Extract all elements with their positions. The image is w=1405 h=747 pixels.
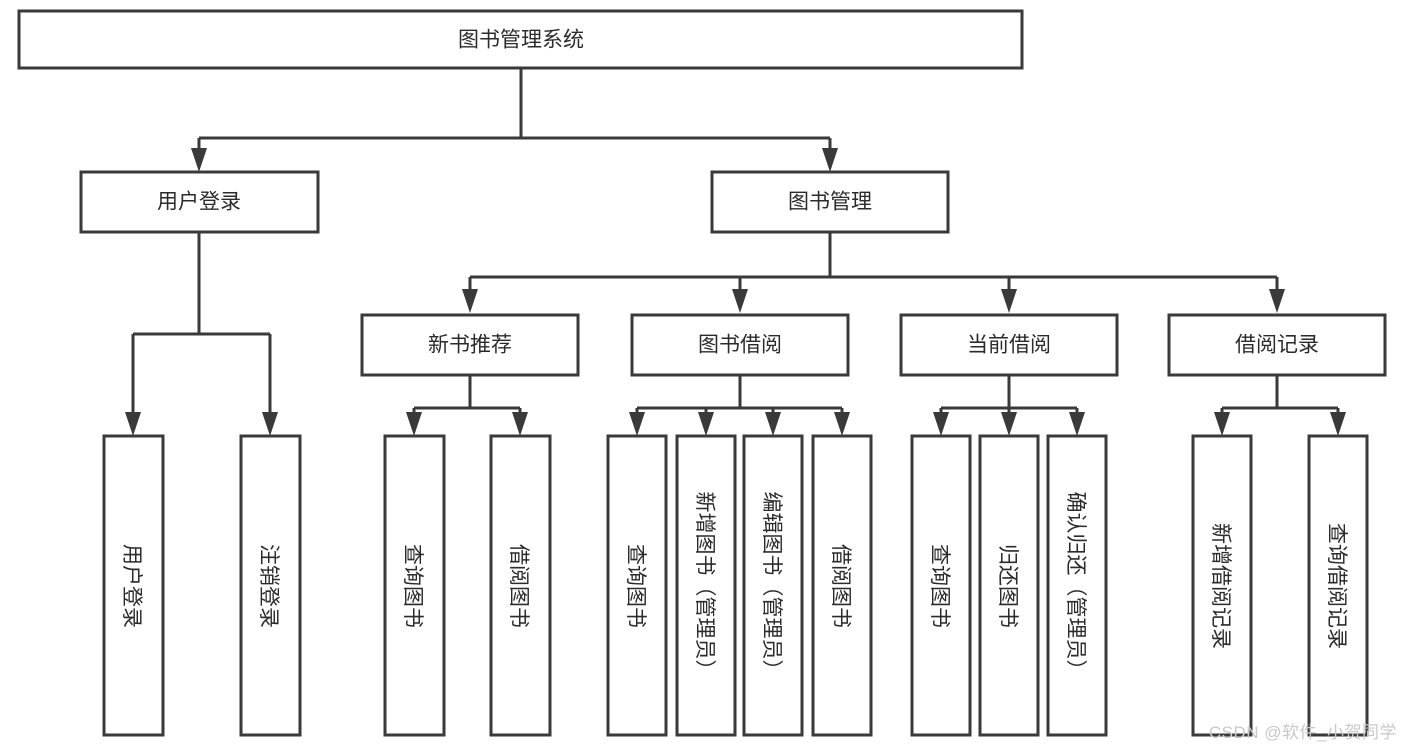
node-leaf-borrow-book-2-label: 借阅图书 xyxy=(829,544,852,628)
arrow-head-leaf-query-book-2 xyxy=(629,412,645,436)
connector-group-book-manage-children xyxy=(462,232,1285,313)
arrow-head-book-borrow xyxy=(732,289,748,313)
node-book-borrow[interactable]: 图书借阅 xyxy=(630,313,850,377)
connector-group-current-borrow-children xyxy=(933,375,1085,436)
node-leaf-query-book-3-label: 查询图书 xyxy=(928,544,951,628)
node-leaf-add-record-label: 新增借阅记录 xyxy=(1209,523,1232,649)
node-book-borrow-box[interactable] xyxy=(630,313,850,377)
node-leaf-add-book-label: 新增图书（管理员） xyxy=(693,492,716,681)
connector-group-new-book-rec-children xyxy=(406,375,528,436)
node-root-label: 图书管理系统 xyxy=(458,29,584,52)
node-book-manage[interactable]: 图书管理 xyxy=(710,170,950,234)
node-leaf-query-book-3[interactable]: 查询图书 xyxy=(910,434,972,737)
node-root[interactable]: 图书管理系统 xyxy=(17,9,1024,70)
node-leaf-borrow-book-1-box[interactable] xyxy=(489,434,552,737)
node-leaf-query-book-1-label: 查询图书 xyxy=(401,544,424,628)
node-leaf-user-logout-label: 注销登录 xyxy=(257,544,280,628)
node-leaf-edit-book[interactable]: 编辑图书（管理员） xyxy=(742,434,804,737)
node-current-borrow[interactable]: 当前借阅 xyxy=(899,313,1119,377)
node-leaf-user-logout[interactable]: 注销登录 xyxy=(239,434,302,737)
node-book-borrow-label: 图书借阅 xyxy=(698,334,782,357)
arrow-head-leaf-query-book-1 xyxy=(406,412,422,436)
node-leaf-add-record-box[interactable] xyxy=(1191,434,1253,737)
node-leaf-return-book-box[interactable] xyxy=(978,434,1040,737)
node-borrow-record[interactable]: 借阅记录 xyxy=(1167,313,1387,377)
node-current-borrow-box[interactable] xyxy=(899,313,1119,377)
node-leaf-user-login-box[interactable] xyxy=(102,434,165,737)
node-borrow-record-box[interactable] xyxy=(1167,313,1387,377)
node-leaf-user-login[interactable]: 用户登录 xyxy=(102,434,165,737)
node-leaf-confirm-return-box[interactable] xyxy=(1046,434,1108,737)
node-user-login-label: 用户登录 xyxy=(157,191,241,214)
node-new-book-rec-box[interactable] xyxy=(360,313,580,377)
arrow-head-leaf-query-book-3 xyxy=(933,412,949,436)
node-leaf-confirm-return-label: 确认归还（管理员） xyxy=(1064,492,1087,681)
node-leaf-add-book-box[interactable] xyxy=(675,434,737,737)
arrow-head-new-book-rec xyxy=(462,289,478,313)
node-leaf-query-record[interactable]: 查询借阅记录 xyxy=(1307,434,1369,737)
connector-group-user-login-children xyxy=(125,232,278,436)
arrow-head-leaf-borrow-book-1 xyxy=(512,412,528,436)
node-new-book-rec[interactable]: 新书推荐 xyxy=(360,313,580,377)
node-leaf-query-record-box[interactable] xyxy=(1307,434,1369,737)
arrow-head-leaf-return-book xyxy=(1001,412,1017,436)
node-leaf-add-record[interactable]: 新增借阅记录 xyxy=(1191,434,1253,737)
connector-group-borrow-record-children xyxy=(1214,375,1346,436)
node-leaf-query-book-1[interactable]: 查询图书 xyxy=(383,434,446,737)
node-leaf-user-logout-box[interactable] xyxy=(239,434,302,737)
node-leaf-query-record-label: 查询借阅记录 xyxy=(1325,523,1348,649)
node-root-box[interactable] xyxy=(17,9,1024,70)
connector-group-book-borrow-children xyxy=(629,375,850,436)
node-leaf-query-book-1-box[interactable] xyxy=(383,434,446,737)
node-leaf-edit-book-box[interactable] xyxy=(742,434,804,737)
node-current-borrow-label: 当前借阅 xyxy=(967,334,1051,357)
node-borrow-record-label: 借阅记录 xyxy=(1235,334,1319,357)
arrow-head-leaf-borrow-book-2 xyxy=(834,412,850,436)
arrow-head-leaf-add-book xyxy=(698,412,714,436)
node-leaf-query-book-2[interactable]: 查询图书 xyxy=(606,434,668,737)
node-leaf-borrow-book-1[interactable]: 借阅图书 xyxy=(489,434,552,737)
node-leaf-confirm-return[interactable]: 确认归还（管理员） xyxy=(1046,434,1108,737)
arrow-head-leaf-user-logout xyxy=(262,412,278,436)
node-user-login[interactable]: 用户登录 xyxy=(79,170,320,234)
node-new-book-rec-label: 新书推荐 xyxy=(428,334,512,357)
connector-group-root-to-level2 xyxy=(191,68,838,172)
arrow-head-leaf-edit-book xyxy=(765,412,781,436)
arrow-head-user-login xyxy=(191,148,207,172)
arrow-head-leaf-confirm-return xyxy=(1069,412,1085,436)
arrow-head-current-borrow xyxy=(1001,289,1017,313)
node-book-manage-label: 图书管理 xyxy=(788,191,872,214)
node-leaf-return-book[interactable]: 归还图书 xyxy=(978,434,1040,737)
arrow-head-borrow-record xyxy=(1269,289,1285,313)
node-book-manage-box[interactable] xyxy=(710,170,950,234)
node-leaf-user-login-label: 用户登录 xyxy=(120,544,143,628)
node-leaf-borrow-book-1-label: 借阅图书 xyxy=(507,544,530,628)
node-leaf-query-book-3-box[interactable] xyxy=(910,434,972,737)
arrow-head-book-manage xyxy=(822,148,838,172)
node-leaf-borrow-book-2[interactable]: 借阅图书 xyxy=(811,434,873,737)
arrow-head-leaf-user-login xyxy=(125,412,141,436)
node-leaf-edit-book-label: 编辑图书（管理员） xyxy=(760,492,783,681)
arrow-head-leaf-query-record xyxy=(1330,412,1346,436)
node-leaf-add-book[interactable]: 新增图书（管理员） xyxy=(675,434,737,737)
node-leaf-query-book-2-label: 查询图书 xyxy=(624,544,647,628)
node-leaf-query-book-2-box[interactable] xyxy=(606,434,668,737)
node-leaf-return-book-label: 归还图书 xyxy=(996,544,1019,628)
arrow-head-leaf-add-record xyxy=(1214,412,1230,436)
node-user-login-box[interactable] xyxy=(79,170,320,234)
node-leaf-borrow-book-2-box[interactable] xyxy=(811,434,873,737)
